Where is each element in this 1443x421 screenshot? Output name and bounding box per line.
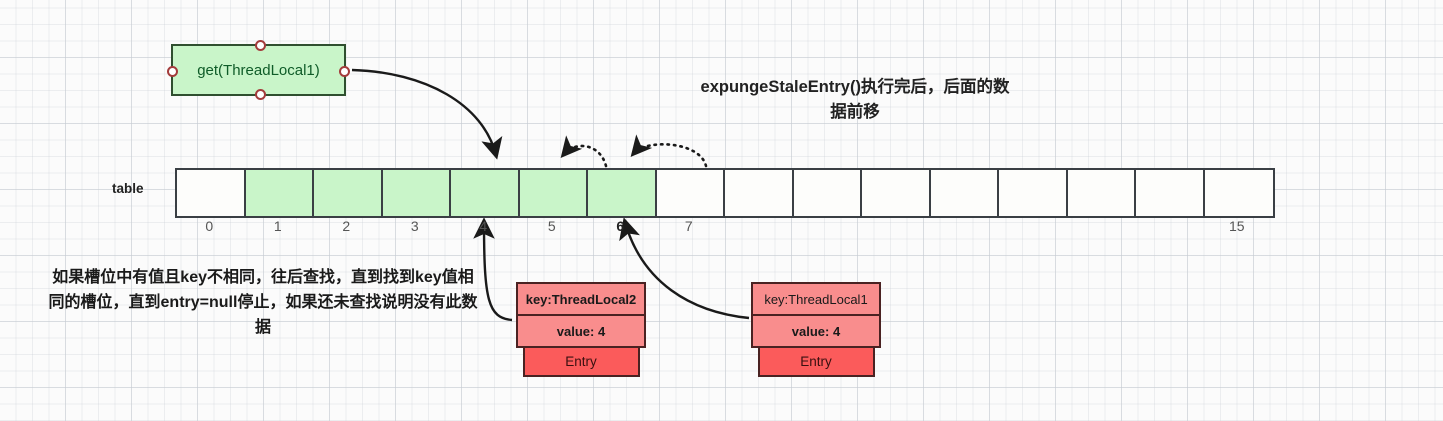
entry-key: key:ThreadLocal2 bbox=[516, 282, 646, 315]
table-cell-11[interactable] bbox=[930, 170, 999, 216]
table-cell-0[interactable] bbox=[177, 170, 246, 216]
table-cell-8[interactable] bbox=[725, 170, 794, 216]
table-cell-13[interactable] bbox=[1067, 170, 1136, 216]
table-label: table bbox=[112, 181, 144, 196]
shift-arrow-7-to-6 bbox=[630, 134, 708, 168]
table-cell-2[interactable] bbox=[314, 170, 383, 216]
table-cell-3[interactable] bbox=[382, 170, 451, 216]
entry-value: value: 4 bbox=[751, 315, 881, 348]
get-call-label: get(ThreadLocal1) bbox=[197, 61, 320, 79]
entry-box-threadlocal2[interactable]: key:ThreadLocal2 value: 4 Entry bbox=[516, 282, 646, 377]
table-cell-12[interactable] bbox=[999, 170, 1068, 216]
table-cell-1[interactable] bbox=[245, 170, 314, 216]
entry-box-threadlocal1[interactable]: key:ThreadLocal1 value: 4 Entry bbox=[751, 282, 881, 377]
table-cell-6[interactable] bbox=[588, 170, 657, 216]
table-index-7: 7 bbox=[684, 218, 693, 234]
handle-top-icon[interactable] bbox=[255, 40, 266, 51]
table-index-1: 1 bbox=[273, 218, 282, 234]
table-cell-9[interactable] bbox=[793, 170, 862, 216]
table-index-5: 5 bbox=[547, 218, 556, 234]
table-index-3: 3 bbox=[410, 218, 419, 234]
entry-tag: Entry bbox=[522, 348, 640, 377]
table-cell-10[interactable] bbox=[862, 170, 931, 216]
table-cell-14[interactable] bbox=[1136, 170, 1205, 216]
table-index-2: 2 bbox=[342, 218, 351, 234]
handle-left-icon[interactable] bbox=[167, 66, 178, 77]
table-cell-15[interactable] bbox=[1204, 170, 1273, 216]
table-index-axis: 0 1 2 3 4 5 6 7 15 bbox=[175, 218, 1305, 240]
table-cell-5[interactable] bbox=[519, 170, 588, 216]
handle-right-icon[interactable] bbox=[339, 66, 350, 77]
get-call-box[interactable]: get(ThreadLocal1) bbox=[167, 40, 350, 100]
handle-bottom-icon[interactable] bbox=[255, 89, 266, 100]
table-index-0: 0 bbox=[205, 218, 214, 234]
entry-key: key:ThreadLocal1 bbox=[751, 282, 881, 315]
shift-arrow-6-to-5 bbox=[560, 135, 608, 168]
table-cell-7[interactable] bbox=[656, 170, 725, 216]
entry-tag: Entry bbox=[757, 348, 875, 377]
diagram-title: expungeStaleEntry()执行完后，后面的数据前移 bbox=[700, 78, 1010, 121]
table-index-4: 4 bbox=[479, 218, 488, 234]
table-row bbox=[175, 168, 1275, 218]
table-index-6: 6 bbox=[616, 218, 625, 234]
table-cell-4[interactable] bbox=[451, 170, 520, 216]
call-to-slot-arrow bbox=[351, 68, 503, 160]
table-index-15: 15 bbox=[1228, 218, 1245, 234]
entry-value: value: 4 bbox=[516, 315, 646, 348]
lookup-note: 如果槽位中有值且key不相同，往后查找，直到找到key值相同的槽位，直到entr… bbox=[48, 269, 478, 336]
